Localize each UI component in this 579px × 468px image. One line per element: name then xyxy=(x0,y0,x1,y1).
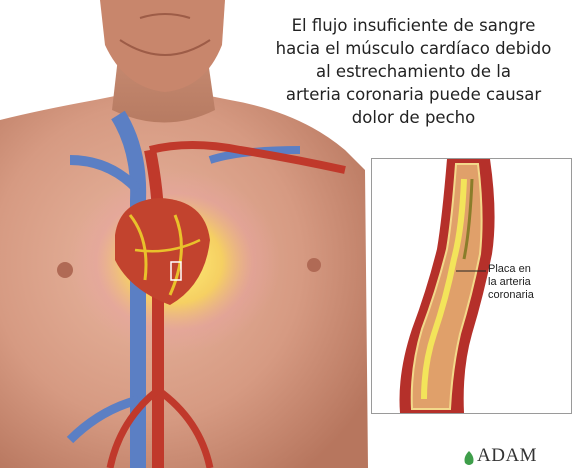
right-nipple xyxy=(307,258,321,272)
plaque-label: Placa en la arteria coronaria xyxy=(488,263,560,302)
brand-text: ADAM xyxy=(477,445,537,467)
left-nipple xyxy=(57,262,73,278)
adam-logo: ADAM xyxy=(462,445,537,467)
caption: El flujo insuficiente de sangre hacia el… xyxy=(248,14,579,129)
leaf-icon xyxy=(462,451,476,467)
